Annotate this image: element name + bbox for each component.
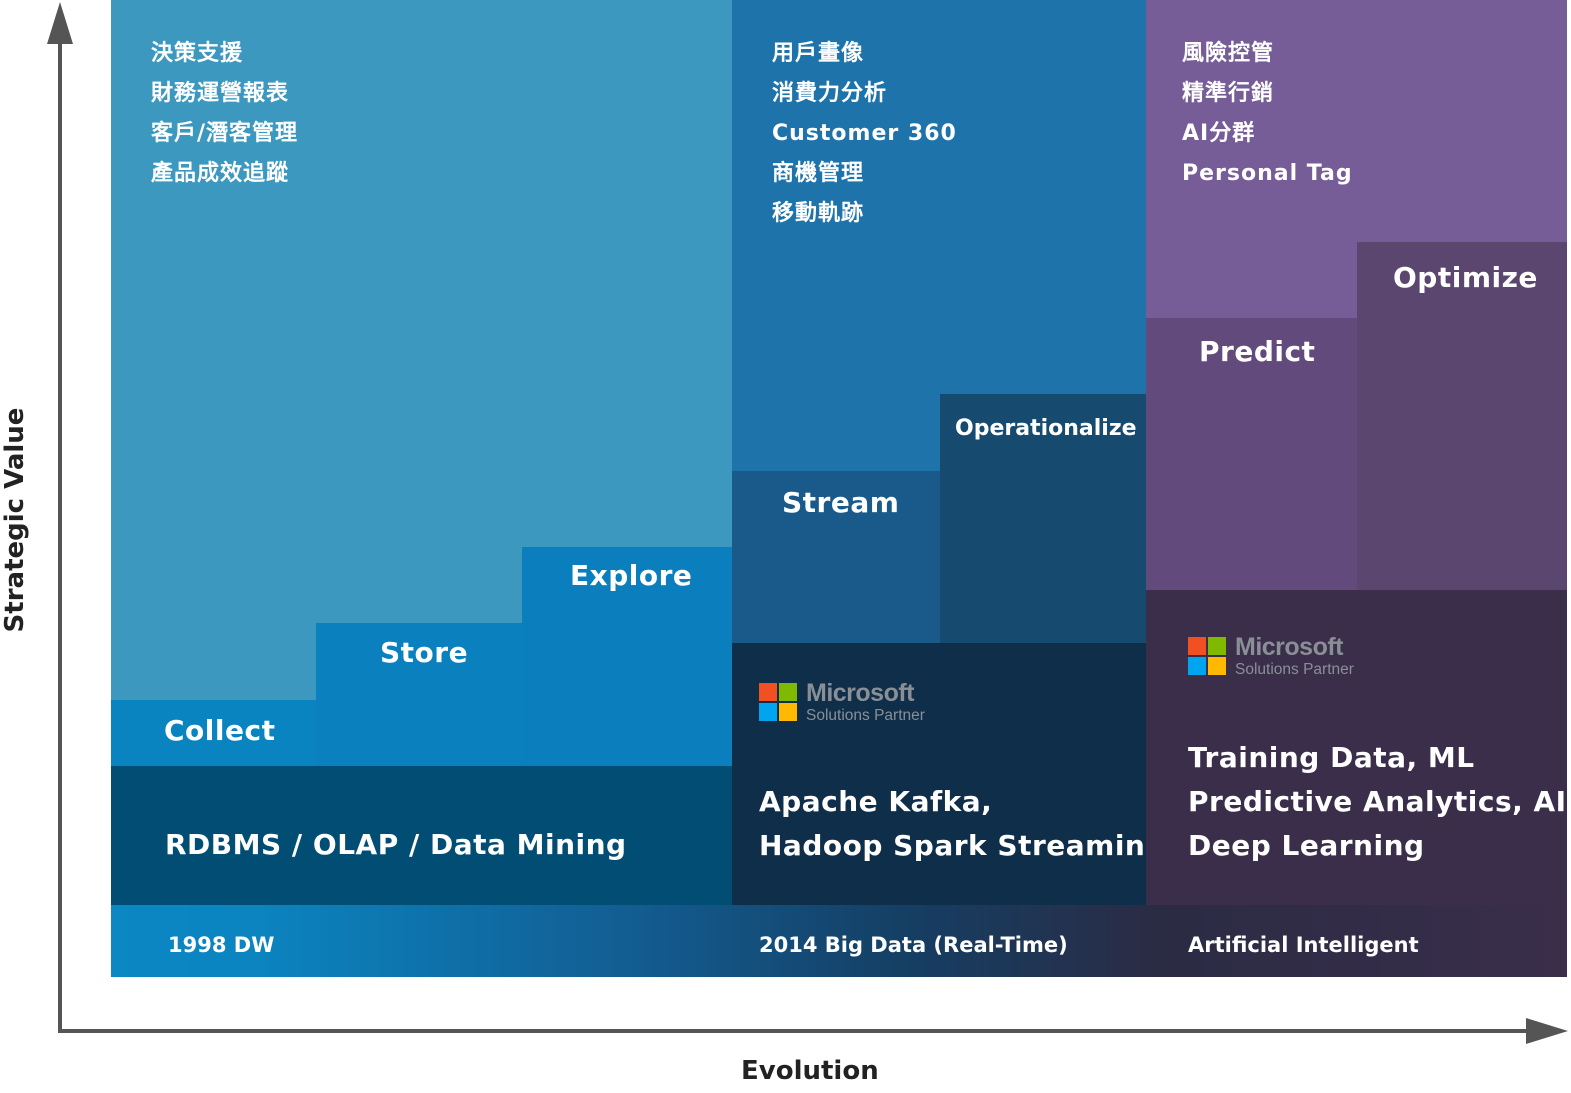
- dw-tech-label: RDBMS / OLAP / Data Mining: [165, 828, 627, 861]
- ai-stage-predict-block: [1146, 318, 1357, 590]
- dw-use-cases: 決策支援 財務運營報表 客戶/潛客管理 產品成效追蹤: [151, 34, 298, 194]
- era-label-ai: Artificial Intelligent: [1188, 933, 1419, 957]
- use-case: 精準行銷: [1182, 81, 1275, 106]
- stage-label-operationalize: Operationalize: [955, 416, 1137, 441]
- stage-label-optimize: Optimize: [1393, 261, 1538, 294]
- microsoft-logo-icon: [1188, 637, 1226, 676]
- use-case: 移動軌跡: [772, 201, 865, 226]
- ms-subtitle: Solutions Partner: [806, 707, 925, 724]
- use-case: 決策支援: [151, 41, 244, 66]
- era-label-big-data: 2014 Big Data (Real-Time): [759, 933, 1068, 957]
- stage-label-collect: Collect: [164, 714, 276, 747]
- bd-use-cases: 用戶畫像 消費力分析 Customer 360 商機管理 移動軌跡: [772, 34, 957, 234]
- ai-tech-line-1: Training Data, ML: [1188, 741, 1475, 774]
- ai-tech-line-3: Deep Learning: [1188, 829, 1425, 862]
- dw-stage-explore-block: [522, 547, 732, 766]
- use-case: Customer 360: [772, 121, 957, 146]
- use-case: 產品成效追蹤: [151, 161, 290, 186]
- dw-stage-store-block: [316, 623, 522, 766]
- ms-brand: Microsoft: [806, 679, 914, 707]
- era-timeline-bar: [111, 905, 1567, 977]
- bd-top-filler: [940, 0, 1146, 394]
- bd-stage-stream-block: [732, 471, 940, 643]
- ai-tech-line-2: Predictive Analytics, AI: [1188, 785, 1567, 818]
- x-axis-arrow-icon: [1526, 1018, 1568, 1044]
- ms-brand: Microsoft: [1235, 633, 1343, 661]
- era-label-dw: 1998 DW: [168, 933, 275, 957]
- stage-label-store: Store: [380, 636, 469, 669]
- bd-tech-line-1: Apache Kafka,: [759, 785, 993, 818]
- use-case: 商機管理: [772, 161, 865, 186]
- bd-microsoft-partner-logo: Microsoft Solutions Partner: [759, 681, 925, 724]
- bd-tech-line-2: Hadoop Spark Streaming: [759, 829, 1166, 862]
- use-case: 財務運營報表: [151, 81, 290, 106]
- ai-use-cases: 風險控管 精準行銷 AI分群 Personal Tag: [1182, 34, 1353, 194]
- stage-label-predict: Predict: [1199, 335, 1316, 368]
- use-case: 消費力分析: [772, 81, 888, 106]
- use-case: AI分群: [1182, 121, 1256, 146]
- use-case: 風險控管: [1182, 41, 1275, 66]
- ms-subtitle: Solutions Partner: [1235, 661, 1354, 678]
- bd-stage-operationalize-block: [940, 394, 1146, 643]
- stage-label-stream: Stream: [782, 486, 900, 519]
- microsoft-logo-icon: [759, 683, 797, 722]
- y-axis-arrow-icon: [47, 2, 73, 44]
- x-axis-label: Evolution: [741, 1056, 879, 1086]
- use-case: 用戶畫像: [772, 41, 865, 66]
- stage-label-explore: Explore: [570, 559, 693, 592]
- dw-tech-block: [111, 766, 732, 905]
- ai-microsoft-partner-logo: Microsoft Solutions Partner: [1188, 635, 1354, 678]
- y-axis-label: Strategic Value: [0, 407, 30, 633]
- bd-tech-block: [732, 643, 1146, 905]
- ai-stage-optimize-block: [1357, 242, 1567, 590]
- use-case: 客戶/潛客管理: [151, 121, 299, 146]
- dw-stage-collect-block: [111, 700, 316, 766]
- use-case: Personal Tag: [1182, 161, 1353, 186]
